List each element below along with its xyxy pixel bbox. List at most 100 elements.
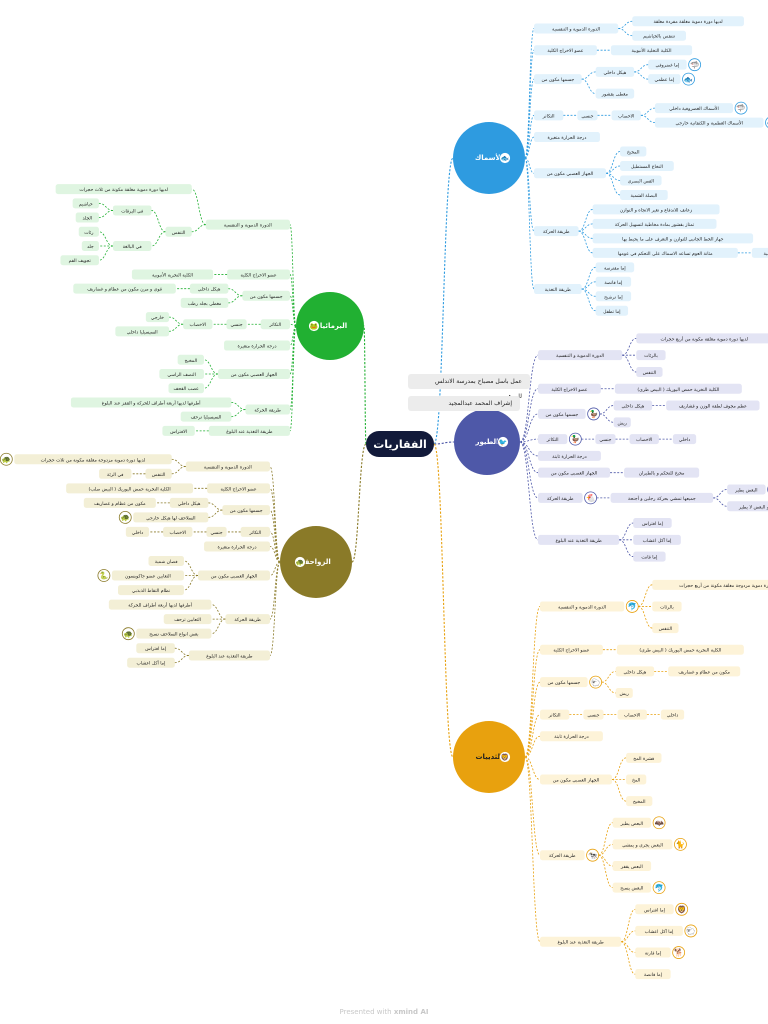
topic-node[interactable]: عضو الاخراج الكلية (207, 483, 270, 494)
subtopic-node[interactable]: الكلية النخرية حمض اليوريك ( البيض طري) (614, 383, 742, 394)
subtopic-node[interactable]: إما ترشيح (595, 291, 632, 302)
subtopic-node[interactable]: داخلي (660, 709, 685, 720)
subtopic-node[interactable]: هيكل داخلي (615, 666, 655, 677)
topic-node[interactable]: عضو الاخراج الكلية (534, 45, 597, 56)
subtopic-node[interactable]: جهاز الخط الجانبي للتوازن و التعرف على م… (592, 233, 754, 244)
topic-node[interactable]: جسمها مكون من (540, 677, 588, 688)
subtopic-node[interactable]: السيسيليا داخلي (115, 326, 170, 337)
subtopic-node[interactable]: بالرئات (636, 350, 666, 361)
subtopic-node[interactable]: لديها دورة دموية مزدوجة مغلقة مكونة من أ… (652, 579, 768, 590)
subtopic-node[interactable]: إما عظمي (648, 74, 681, 85)
subtopic-node[interactable]: السيسيليا ترحف (180, 411, 232, 422)
subtopic-node[interactable]: لديها دورة دموية مغلقة مكونة من ثلاث حجر… (55, 184, 192, 195)
topic-node[interactable]: درجة الحرارة ثابتة (538, 450, 601, 461)
subtopic-node[interactable]: النصف الراسي (159, 369, 204, 379)
topic-node[interactable]: الدورة الدموية و التنفسية (205, 219, 290, 230)
subtopic-node[interactable]: ريش (615, 687, 633, 698)
topic-node[interactable]: طريقة الحركة (538, 492, 583, 503)
topic-node[interactable]: التكاثر (240, 526, 270, 537)
subtopic-node[interactable]: جنسي (206, 526, 227, 537)
subtopic-node[interactable]: التنفس (145, 468, 172, 479)
subtopic-node[interactable]: مكون من عظام و غضاريف (668, 666, 741, 677)
topic-node[interactable]: الدورة الدموية و التنفسية (185, 461, 270, 472)
subtopic-node[interactable]: الكلية التخلية الأنبوبية (610, 45, 693, 56)
topic-node[interactable]: جسمها مكون من (242, 290, 290, 301)
subtopic-node[interactable]: زعانف للاندفاع و تغير الاتجاه و التوازن (592, 204, 720, 215)
subtopic-node[interactable]: هيكل داخلي (189, 283, 229, 294)
subtopic-node[interactable]: لديها دورة دموية مغلقة مفردة مغلقة (632, 16, 744, 27)
subtopic-node[interactable]: جميعها تمشي بحركة رجلين و أجنحة (610, 492, 714, 503)
subtopic-node[interactable]: الجلد (75, 212, 99, 223)
subtopic-node[interactable]: البعض يطير (612, 817, 652, 828)
topic-node[interactable]: عضو الاخراج الكلية (540, 644, 603, 655)
branch-birds[interactable]: الطيور🐦 (454, 409, 520, 475)
topic-node[interactable]: جسمها مكون من (222, 505, 270, 516)
subtopic-node[interactable]: تتنفس بالخياشيم (632, 30, 686, 41)
topic-node[interactable]: طريقة التغذية (534, 284, 582, 295)
subtopic-node[interactable]: عصب القحف (168, 383, 204, 394)
topic-node[interactable]: طريقة الحركة (225, 614, 270, 625)
subtopic-node[interactable]: الاخصاب (617, 709, 647, 720)
subtopic-node[interactable]: التنفس (636, 366, 663, 377)
root-node[interactable]: الفقاريات (366, 431, 434, 457)
subtopic-node[interactable]: التنفس (652, 623, 679, 634)
subtopic-node[interactable]: هيكل داخلي (169, 497, 209, 508)
subtopic-node[interactable]: المخ (626, 774, 647, 785)
subtopic-node[interactable]: داخلي (672, 434, 697, 445)
subtopic-node[interactable]: نظام التقاط الذبذبي (118, 585, 184, 596)
subtopic-node[interactable]: إما تطفل (595, 305, 629, 316)
topic-node[interactable]: الجهاز العصبي مكون من (197, 570, 270, 581)
subtopic-node[interactable]: في البالغة (112, 241, 152, 251)
subtopic-node[interactable]: البعض يطير (727, 484, 766, 495)
subtopic-node[interactable]: إما افتراس (633, 518, 672, 529)
topic-node[interactable]: درجة الحرارة متغيرة (224, 340, 290, 351)
topic-node[interactable]: عضو الاخراج الكلية (538, 383, 601, 394)
subtopic-node[interactable]: المخيخ (626, 796, 653, 807)
topic-node[interactable]: طريقة الحركة (540, 850, 585, 861)
subtopic-node[interactable]: في اليرقات (112, 205, 152, 216)
subtopic-node[interactable]: تمتاز بقشور بمادة مخاطية لتسهيل الحركة (592, 218, 717, 229)
branch-mammals[interactable]: الثدييات🦁 (453, 721, 525, 793)
topic-node[interactable]: الجهاز العصبي مكون من (538, 467, 611, 478)
topic-node[interactable]: طريقة التغذية عند البلوغ (540, 936, 622, 947)
subtopic-node[interactable]: الاخصاب (629, 434, 659, 445)
subtopic-node[interactable]: الثعابين تزحف (163, 614, 212, 625)
subtopic-node[interactable]: قوي و مرن مكون من عظام و غضاريف (73, 283, 176, 294)
subtopic-node[interactable]: قشرة المخ (626, 752, 662, 763)
subtopic-node[interactable]: البصلة الشمية (620, 189, 668, 200)
subtopic-node[interactable]: الكلية النخرية حمض اليوريك ( البيض طري) (616, 644, 744, 655)
subtopic-node[interactable]: الكلية النخرية حمض اليوريك ( البيض صلب) (66, 483, 194, 494)
topic-node[interactable]: طريقة التغذية عند البلوع (538, 534, 620, 545)
subtopic-node[interactable]: رئات (78, 226, 99, 237)
subtopic-node[interactable]: إما مفترسة (595, 262, 635, 273)
subtopic-node[interactable]: الأسماك العظمية و الكثفانية خارجي (654, 117, 764, 128)
branch-reptiles[interactable]: الزواحف🐢 (280, 526, 352, 598)
topic-node[interactable]: الجهاز العصبي مكون من (540, 774, 613, 785)
topic-node[interactable]: طريقة التغذية عند البلوغ (188, 650, 270, 661)
subtopic-node[interactable]: النخاع المستطيل (620, 161, 674, 171)
topic-node[interactable]: الدورة الدموية و التنفسية (538, 350, 623, 361)
subtopic-node[interactable]: هيكل داخلي (613, 400, 653, 411)
subtopic-node[interactable]: تجويف الفم (60, 255, 99, 266)
topic-node[interactable]: الجهاز العصبي مكون من (534, 168, 607, 179)
subtopic-node[interactable]: خياشيم (72, 198, 99, 209)
subtopic-node[interactable]: الأسماك الغضروفية داخلي (654, 103, 734, 114)
subtopic-node[interactable]: جنسي (226, 319, 247, 330)
subtopic-node[interactable]: التنفس (165, 226, 192, 237)
subtopic-node[interactable]: هيكل داخلي (595, 66, 635, 77)
subtopic-node[interactable]: إما آكل اعشاب (635, 925, 683, 936)
subtopic-node[interactable]: البعض يسبح (612, 882, 652, 893)
subtopic-node[interactable]: الاخصاب (611, 110, 641, 121)
subtopic-node[interactable]: الكلية النخرية الأنبوبية (131, 269, 214, 280)
subtopic-node[interactable]: إما افتراس (635, 904, 674, 915)
topic-node[interactable]: طريقة الحركة (245, 404, 290, 415)
topic-node[interactable]: التكاثر (538, 434, 568, 445)
topic-node[interactable]: التكاثر (540, 709, 570, 720)
topic-node[interactable]: الدورة الدموية و التنفسية (534, 23, 619, 34)
subtopic-node[interactable]: مغطى بجلد رطب (180, 297, 229, 308)
subtopic-node[interactable]: خارجي (145, 312, 170, 323)
subtopic-node[interactable]: مثانة العوم تساعد الاسماك على التحكم في … (592, 247, 738, 258)
subtopic-node[interactable]: ريش (613, 417, 631, 428)
subtopic-node[interactable]: أطرفها لديها أربعة أطراف للحركة و القفز … (70, 397, 232, 408)
subtopic-node[interactable]: بعض انواع السلاحف تسبح (136, 628, 212, 639)
